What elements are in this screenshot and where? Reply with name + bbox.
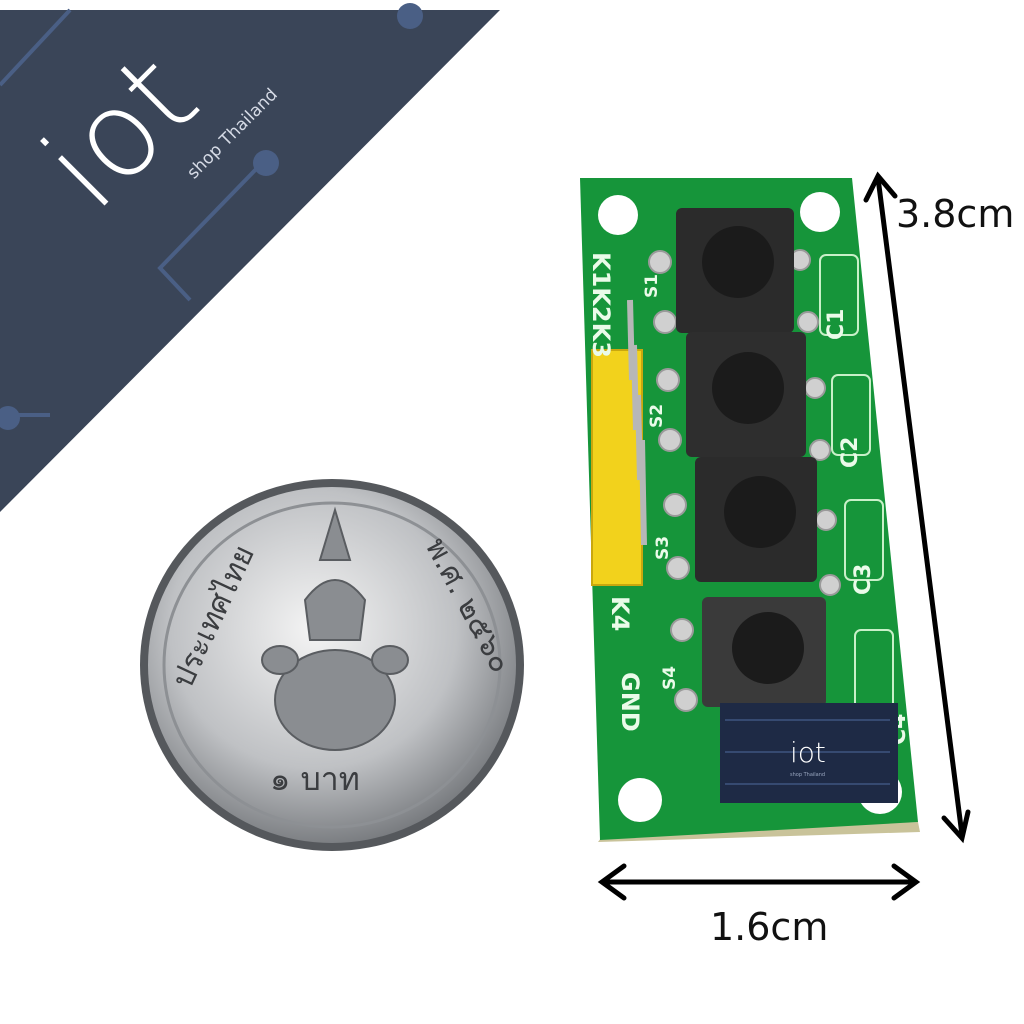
coin-value-text: ๑ บาท — [270, 760, 360, 798]
thai-coin: ประเทศไทย พ.ศ. ๒๕๖๐ ๑ บาท — [140, 479, 524, 851]
k4-label: K4 — [606, 596, 634, 631]
circuit-node — [0, 406, 20, 430]
tactile-button[interactable] — [702, 597, 826, 707]
tactile-button[interactable] — [676, 208, 794, 333]
yellow-pin-header — [591, 299, 647, 586]
switch-label: S2 — [647, 404, 667, 428]
tactile-button[interactable] — [695, 457, 817, 582]
height-dimension-label: 3.8cm — [896, 192, 1015, 236]
switch-label: S4 — [660, 666, 680, 690]
coin-emblem — [261, 506, 409, 751]
switch-label: S3 — [653, 536, 673, 560]
capacitor-label: C2 — [838, 437, 863, 468]
brand-banner: iot shop Thailand — [0, 3, 500, 512]
watermark-subtext: shop Thailand — [790, 772, 825, 778]
circuit-node — [253, 150, 279, 176]
watermark-text: iot — [790, 736, 826, 769]
switch-label: S1 — [642, 274, 662, 298]
pin-labels-text: K1K2K3 — [587, 252, 615, 358]
silkscreen-labels: K1K2K3 K4 GND S1 S2 S3 S4 C1 C2 C3 C4 — [587, 252, 911, 745]
capacitor-label: C3 — [851, 564, 876, 595]
capacitor-label: C1 — [824, 309, 849, 340]
watermark-logo: iot shop Thailand — [720, 703, 898, 803]
dimension-arrows — [597, 171, 971, 901]
circuit-node — [397, 3, 423, 29]
height-arrow — [875, 175, 965, 838]
keypad-pcb: K1K2K3 K4 GND S1 S2 S3 S4 C1 C2 C3 C4 io… — [580, 178, 920, 842]
tactile-button[interactable] — [686, 332, 806, 457]
width-dimension-label: 1.6cm — [710, 905, 829, 949]
gnd-label: GND — [616, 672, 644, 732]
tactile-buttons — [676, 208, 826, 707]
